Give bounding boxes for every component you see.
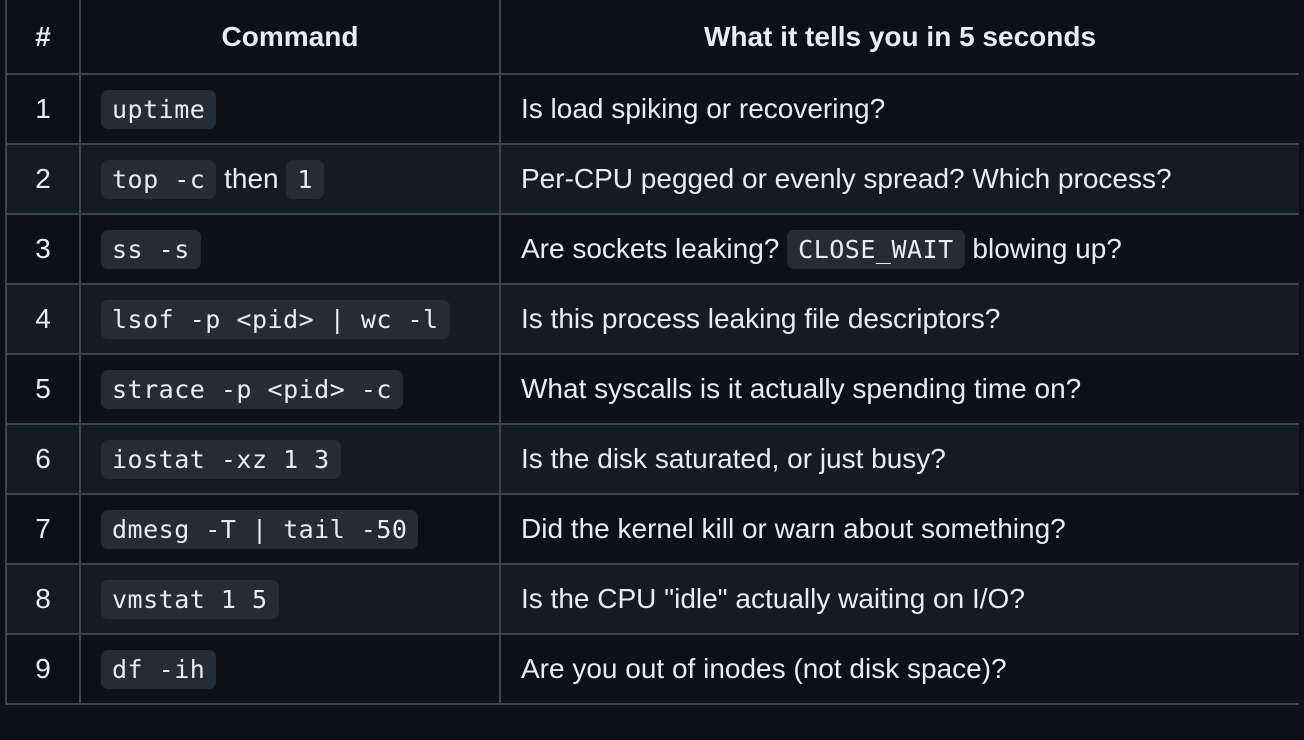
description-cell: Is the disk saturated, or just busy? <box>499 423 1299 495</box>
row-number: 9 <box>5 633 81 705</box>
command-cell: df -ih <box>79 633 501 705</box>
row-number: 6 <box>5 423 81 495</box>
table-row: 1 uptime Is load spiking or recovering? <box>5 73 1299 145</box>
table-row: 9 df -ih Are you out of inodes (not disk s… <box>5 633 1299 705</box>
table-row: 8 vmstat 1 5 Is the CPU "idle" actually wa… <box>5 563 1299 635</box>
description-cell: Did the kernel kill or warn about someth… <box>499 493 1299 565</box>
row-number: 5 <box>5 353 81 425</box>
cell-text: Are you out of inodes (not disk space)? <box>521 653 1007 684</box>
table-header-row: # Command What it tells you in 5 seconds <box>5 0 1299 75</box>
inline-code: df -ih <box>101 650 217 689</box>
command-cell: top -c then 1 <box>79 143 501 215</box>
cell-text: Is load spiking or recovering? <box>521 93 886 124</box>
commands-table: # Command What it tells you in 5 seconds… <box>5 0 1299 705</box>
cell-text: Is the disk saturated, or just busy? <box>521 443 946 474</box>
table-row: 7 dmesg -T | tail -50 Did the kernel kill … <box>5 493 1299 565</box>
row-number: 8 <box>5 563 81 635</box>
description-cell: What syscalls is it actually spending ti… <box>499 353 1299 425</box>
table-row: 5 strace -p <pid> -c What syscalls is it a… <box>5 353 1299 425</box>
description-cell: Per-CPU pegged or evenly spread? Which p… <box>499 143 1299 215</box>
table-container: # Command What it tells you in 5 seconds… <box>5 0 1299 740</box>
cell-text: Per-CPU pegged or evenly spread? Which p… <box>521 163 1172 194</box>
header-command: Command <box>79 0 501 75</box>
command-cell: vmstat 1 5 <box>79 563 501 635</box>
inline-code: top -c <box>101 160 217 199</box>
cell-text: What syscalls is it actually spending ti… <box>521 373 1082 404</box>
command-cell: iostat -xz 1 3 <box>79 423 501 495</box>
row-number: 7 <box>5 493 81 565</box>
inline-code: uptime <box>101 90 217 129</box>
cell-text: blowing up? <box>964 233 1122 264</box>
command-cell: lsof -p <pid> | wc -l <box>79 283 501 355</box>
cell-text: Are sockets leaking? <box>521 233 788 264</box>
row-number: 4 <box>5 283 81 355</box>
inline-code: 1 <box>286 160 324 199</box>
inline-code: vmstat 1 5 <box>101 580 279 619</box>
header-number: # <box>5 0 81 75</box>
inline-code: strace -p <pid> -c <box>101 370 403 409</box>
table-row: 3 ss -s Are sockets leaking? CLOSE_WAIT bl… <box>5 213 1299 285</box>
description-cell: Is the CPU "idle" actually waiting on I/… <box>499 563 1299 635</box>
inline-code: lsof -p <pid> | wc -l <box>101 300 450 339</box>
command-cell: uptime <box>79 73 501 145</box>
inline-code: ss -s <box>101 230 201 269</box>
inline-code: iostat -xz 1 3 <box>101 440 341 479</box>
command-cell: ss -s <box>79 213 501 285</box>
cell-text: then <box>216 163 287 194</box>
row-number: 1 <box>5 73 81 145</box>
row-number: 2 <box>5 143 81 215</box>
inline-code: dmesg -T | tail -50 <box>101 510 419 549</box>
description-cell: Are you out of inodes (not disk space)? <box>499 633 1299 705</box>
row-number: 3 <box>5 213 81 285</box>
inline-code: CLOSE_WAIT <box>787 230 965 269</box>
header-description: What it tells you in 5 seconds <box>499 0 1299 75</box>
description-cell: Is load spiking or recovering? <box>499 73 1299 145</box>
description-cell: Are sockets leaking? CLOSE_WAIT blowing … <box>499 213 1299 285</box>
command-cell: dmesg -T | tail -50 <box>79 493 501 565</box>
cell-text: Did the kernel kill or warn about someth… <box>521 513 1066 544</box>
description-cell: Is this process leaking file descriptors… <box>499 283 1299 355</box>
cell-text: Is the CPU "idle" actually waiting on I/… <box>521 583 1025 614</box>
cell-text: Is this process leaking file descriptors… <box>521 303 1001 334</box>
table-row: 4 lsof -p <pid> | wc -l Is this process le… <box>5 283 1299 355</box>
command-cell: strace -p <pid> -c <box>79 353 501 425</box>
table-row: 6 iostat -xz 1 3 Is the disk saturated, or… <box>5 423 1299 495</box>
